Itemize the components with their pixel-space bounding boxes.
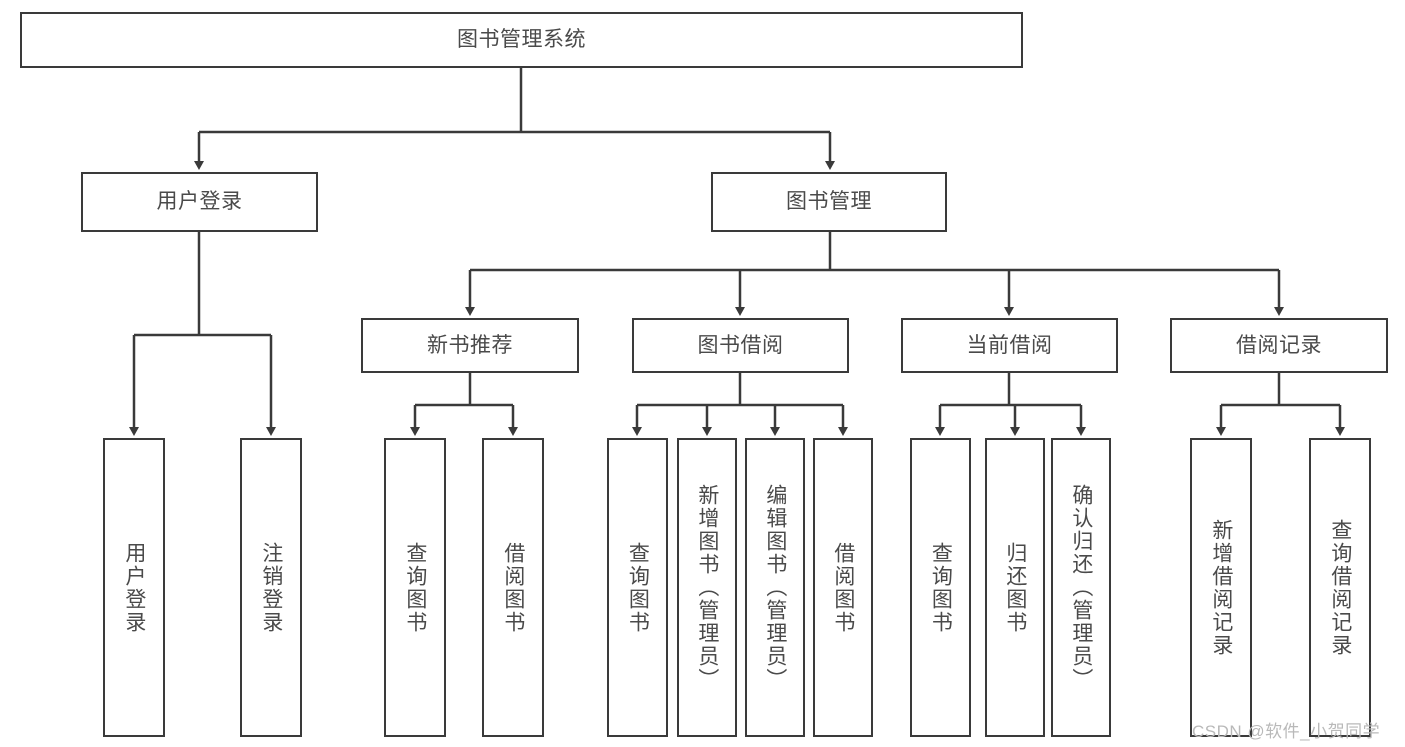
leaf-node-label: 查询借阅记录 <box>1328 518 1352 657</box>
node-new-book-recommend-label: 新书推荐 <box>427 333 513 357</box>
node-user-login-label: 用户登录 <box>156 190 243 214</box>
leaf-node[interactable]: 借阅图书 <box>482 438 544 737</box>
node-new-book-recommend[interactable]: 新书推荐 <box>361 318 579 373</box>
watermark: CSDN @软件_小贺同学 <box>1192 722 1381 741</box>
leaf-node-label: 借阅图书 <box>831 541 855 634</box>
leaf-node[interactable]: 编辑图书（管理员） <box>745 438 805 737</box>
node-root-label: 图书管理系统 <box>457 28 586 52</box>
node-book-borrow-label: 图书借阅 <box>697 333 784 357</box>
leaf-node[interactable]: 借阅图书 <box>813 438 873 737</box>
leaf-node[interactable]: 注销登录 <box>240 438 302 737</box>
leaf-node[interactable]: 查询图书 <box>384 438 446 737</box>
leaf-node[interactable]: 归还图书 <box>985 438 1045 737</box>
node-user-login[interactable]: 用户登录 <box>81 172 318 232</box>
node-book-borrow[interactable]: 图书借阅 <box>632 318 849 373</box>
leaf-node-label: 新增图书（管理员） <box>695 484 719 691</box>
leaf-node[interactable]: 查询图书 <box>607 438 668 737</box>
leaf-node-label: 确认归还（管理员） <box>1069 484 1093 691</box>
leaf-node-label: 新增借阅记录 <box>1209 518 1233 657</box>
leaf-node[interactable]: 用户登录 <box>103 438 165 737</box>
leaf-node[interactable]: 新增借阅记录 <box>1190 438 1252 737</box>
node-current-borrow[interactable]: 当前借阅 <box>901 318 1118 373</box>
node-root[interactable]: 图书管理系统 <box>20 12 1023 68</box>
leaf-node-label: 归还图书 <box>1003 541 1027 634</box>
leaf-node[interactable]: 查询借阅记录 <box>1309 438 1371 737</box>
node-book-management[interactable]: 图书管理 <box>711 172 947 232</box>
leaf-node[interactable]: 新增图书（管理员） <box>677 438 737 737</box>
leaf-node-label: 查询图书 <box>929 541 953 634</box>
node-book-management-label: 图书管理 <box>786 190 872 214</box>
leaf-node-label: 用户登录 <box>122 541 146 634</box>
node-current-borrow-label: 当前借阅 <box>966 333 1053 357</box>
leaf-node-label: 编辑图书（管理员） <box>763 484 787 691</box>
leaf-node-label: 注销登录 <box>259 541 283 634</box>
leaf-node[interactable]: 确认归还（管理员） <box>1051 438 1111 737</box>
leaf-node-label: 查询图书 <box>626 541 650 634</box>
node-borrow-record[interactable]: 借阅记录 <box>1170 318 1388 373</box>
leaf-node-label: 查询图书 <box>403 541 427 634</box>
node-borrow-record-label: 借阅记录 <box>1236 333 1322 357</box>
leaf-node[interactable]: 查询图书 <box>910 438 971 737</box>
leaf-node-label: 借阅图书 <box>501 541 525 634</box>
